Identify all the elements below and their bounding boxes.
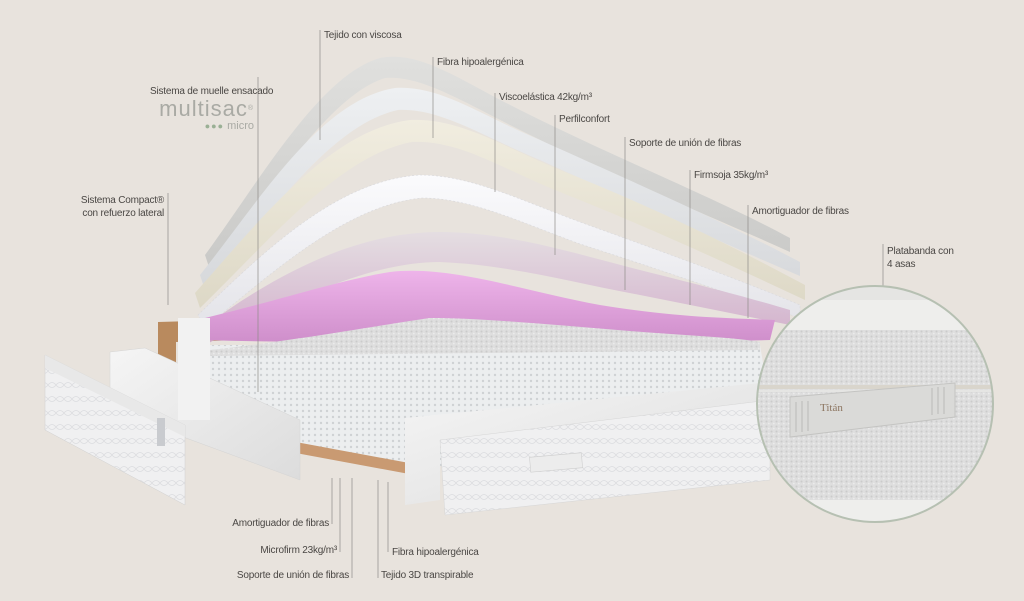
brand-sub: ●●● micro [204, 120, 254, 132]
label-soporte-union-top: Soporte de unión de fibras [629, 138, 742, 149]
label-microfirm: Microfirm 23kg/m³ [260, 545, 337, 556]
label-viscoelastica: Viscoelástica 42kg/m³ [499, 92, 592, 103]
label-amortiguador-bottom: Amortiguador de fibras [232, 518, 329, 529]
label-tejido-viscosa: Tejido con viscosa [324, 30, 402, 41]
leader-lines [167, 30, 884, 578]
brand-name: multisac® [159, 96, 254, 121]
side-handle [157, 418, 165, 446]
brand-block: Sistema de muelle ensacado multisac® ●●●… [150, 85, 274, 133]
front-block-compact [405, 382, 770, 505]
detail-handle-text: Titán [820, 402, 843, 414]
front-panel-quilted [439, 399, 771, 516]
brand-dots-icon: ●●● [204, 121, 225, 131]
label-sistema-compact: Sistema Compact® con refuerzo lateral [80, 195, 164, 219]
layer-viscoelastica [195, 119, 805, 309]
label-firmsoja: Firmsoja 35kg/m³ [694, 170, 769, 181]
detail-circle-border [756, 285, 994, 523]
label-perfilconfort: Perfilconfort [559, 114, 610, 125]
front-handle-label [529, 452, 583, 473]
layer-fibra-hipoalergenica [200, 87, 800, 290]
brand-system-label: Sistema de muelle ensacado [150, 86, 274, 97]
label-tejido-3d: Tejido 3D transpirable [381, 570, 474, 581]
layer-perfilconfort [197, 174, 801, 329]
layer-soporte-union [200, 232, 790, 345]
side-panel-quilted [44, 354, 186, 506]
detail-handle [789, 382, 956, 438]
side-panel-top [45, 355, 185, 437]
label-amortiguador-top: Amortiguador de fibras [752, 206, 849, 217]
label-fibra-hipoalergenica-top: Fibra hipoalergénica [437, 57, 524, 68]
spring-core [205, 345, 770, 470]
layer-amortiguador [210, 318, 760, 356]
layer-firmsoja [205, 270, 775, 342]
wood-base [285, 440, 420, 476]
label-soporte-union-bottom: Soporte de unión de fibras [236, 570, 349, 581]
label-platabanda: Platabanda con 4 asas [887, 246, 954, 270]
detail-circle-content [757, 286, 993, 522]
back-block [178, 318, 210, 420]
label-fibra-hipoalergenica-bottom: Fibra hipoalergénica [392, 547, 479, 558]
layer-tejido-viscosa [205, 56, 790, 271]
